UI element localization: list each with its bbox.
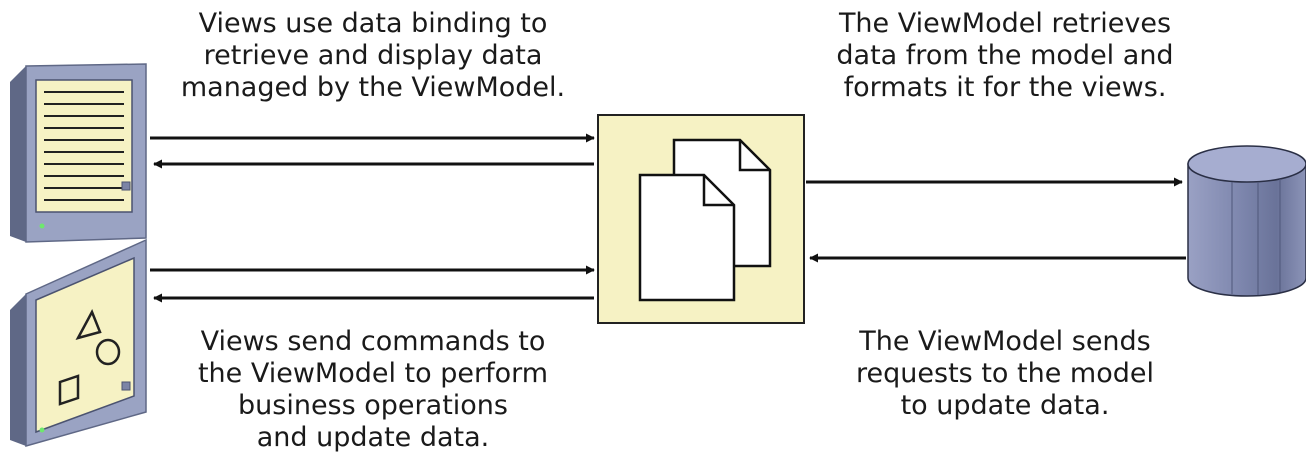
caption-line: formats it for the views. xyxy=(843,72,1167,103)
caption-views-send-commands: Views send commands to the ViewModel to … xyxy=(150,326,596,454)
viewmodel-box xyxy=(597,114,805,324)
caption-line: retrieve and display data xyxy=(203,40,543,71)
caption-line: business operations xyxy=(238,390,508,421)
caption-viewmodel-retrieves: The ViewModel retrieves data from the mo… xyxy=(778,8,1232,104)
caption-line: Views send commands to xyxy=(200,326,546,357)
model-database-icon xyxy=(1187,145,1306,297)
caption-line: managed by the ViewModel. xyxy=(180,72,566,103)
view-monitor-text-icon xyxy=(10,63,147,243)
caption-line: to update data. xyxy=(900,390,1110,421)
arrows xyxy=(150,133,1186,303)
caption-line: the ViewModel to perform xyxy=(197,358,549,389)
caption-viewmodel-sends-requests: The ViewModel sends requests to the mode… xyxy=(778,326,1232,422)
view-monitor-shapes-icon xyxy=(10,238,147,447)
caption-line: and update data. xyxy=(256,422,490,453)
caption-views-data-binding: Views use data binding to retrieve and d… xyxy=(150,8,596,104)
caption-line: data from the model and xyxy=(836,40,1174,71)
caption-line: Views use data binding to xyxy=(198,8,548,39)
caption-line: requests to the model xyxy=(856,358,1154,389)
caption-line: The ViewModel sends xyxy=(859,326,1151,357)
caption-line: The ViewModel retrieves xyxy=(838,8,1172,39)
